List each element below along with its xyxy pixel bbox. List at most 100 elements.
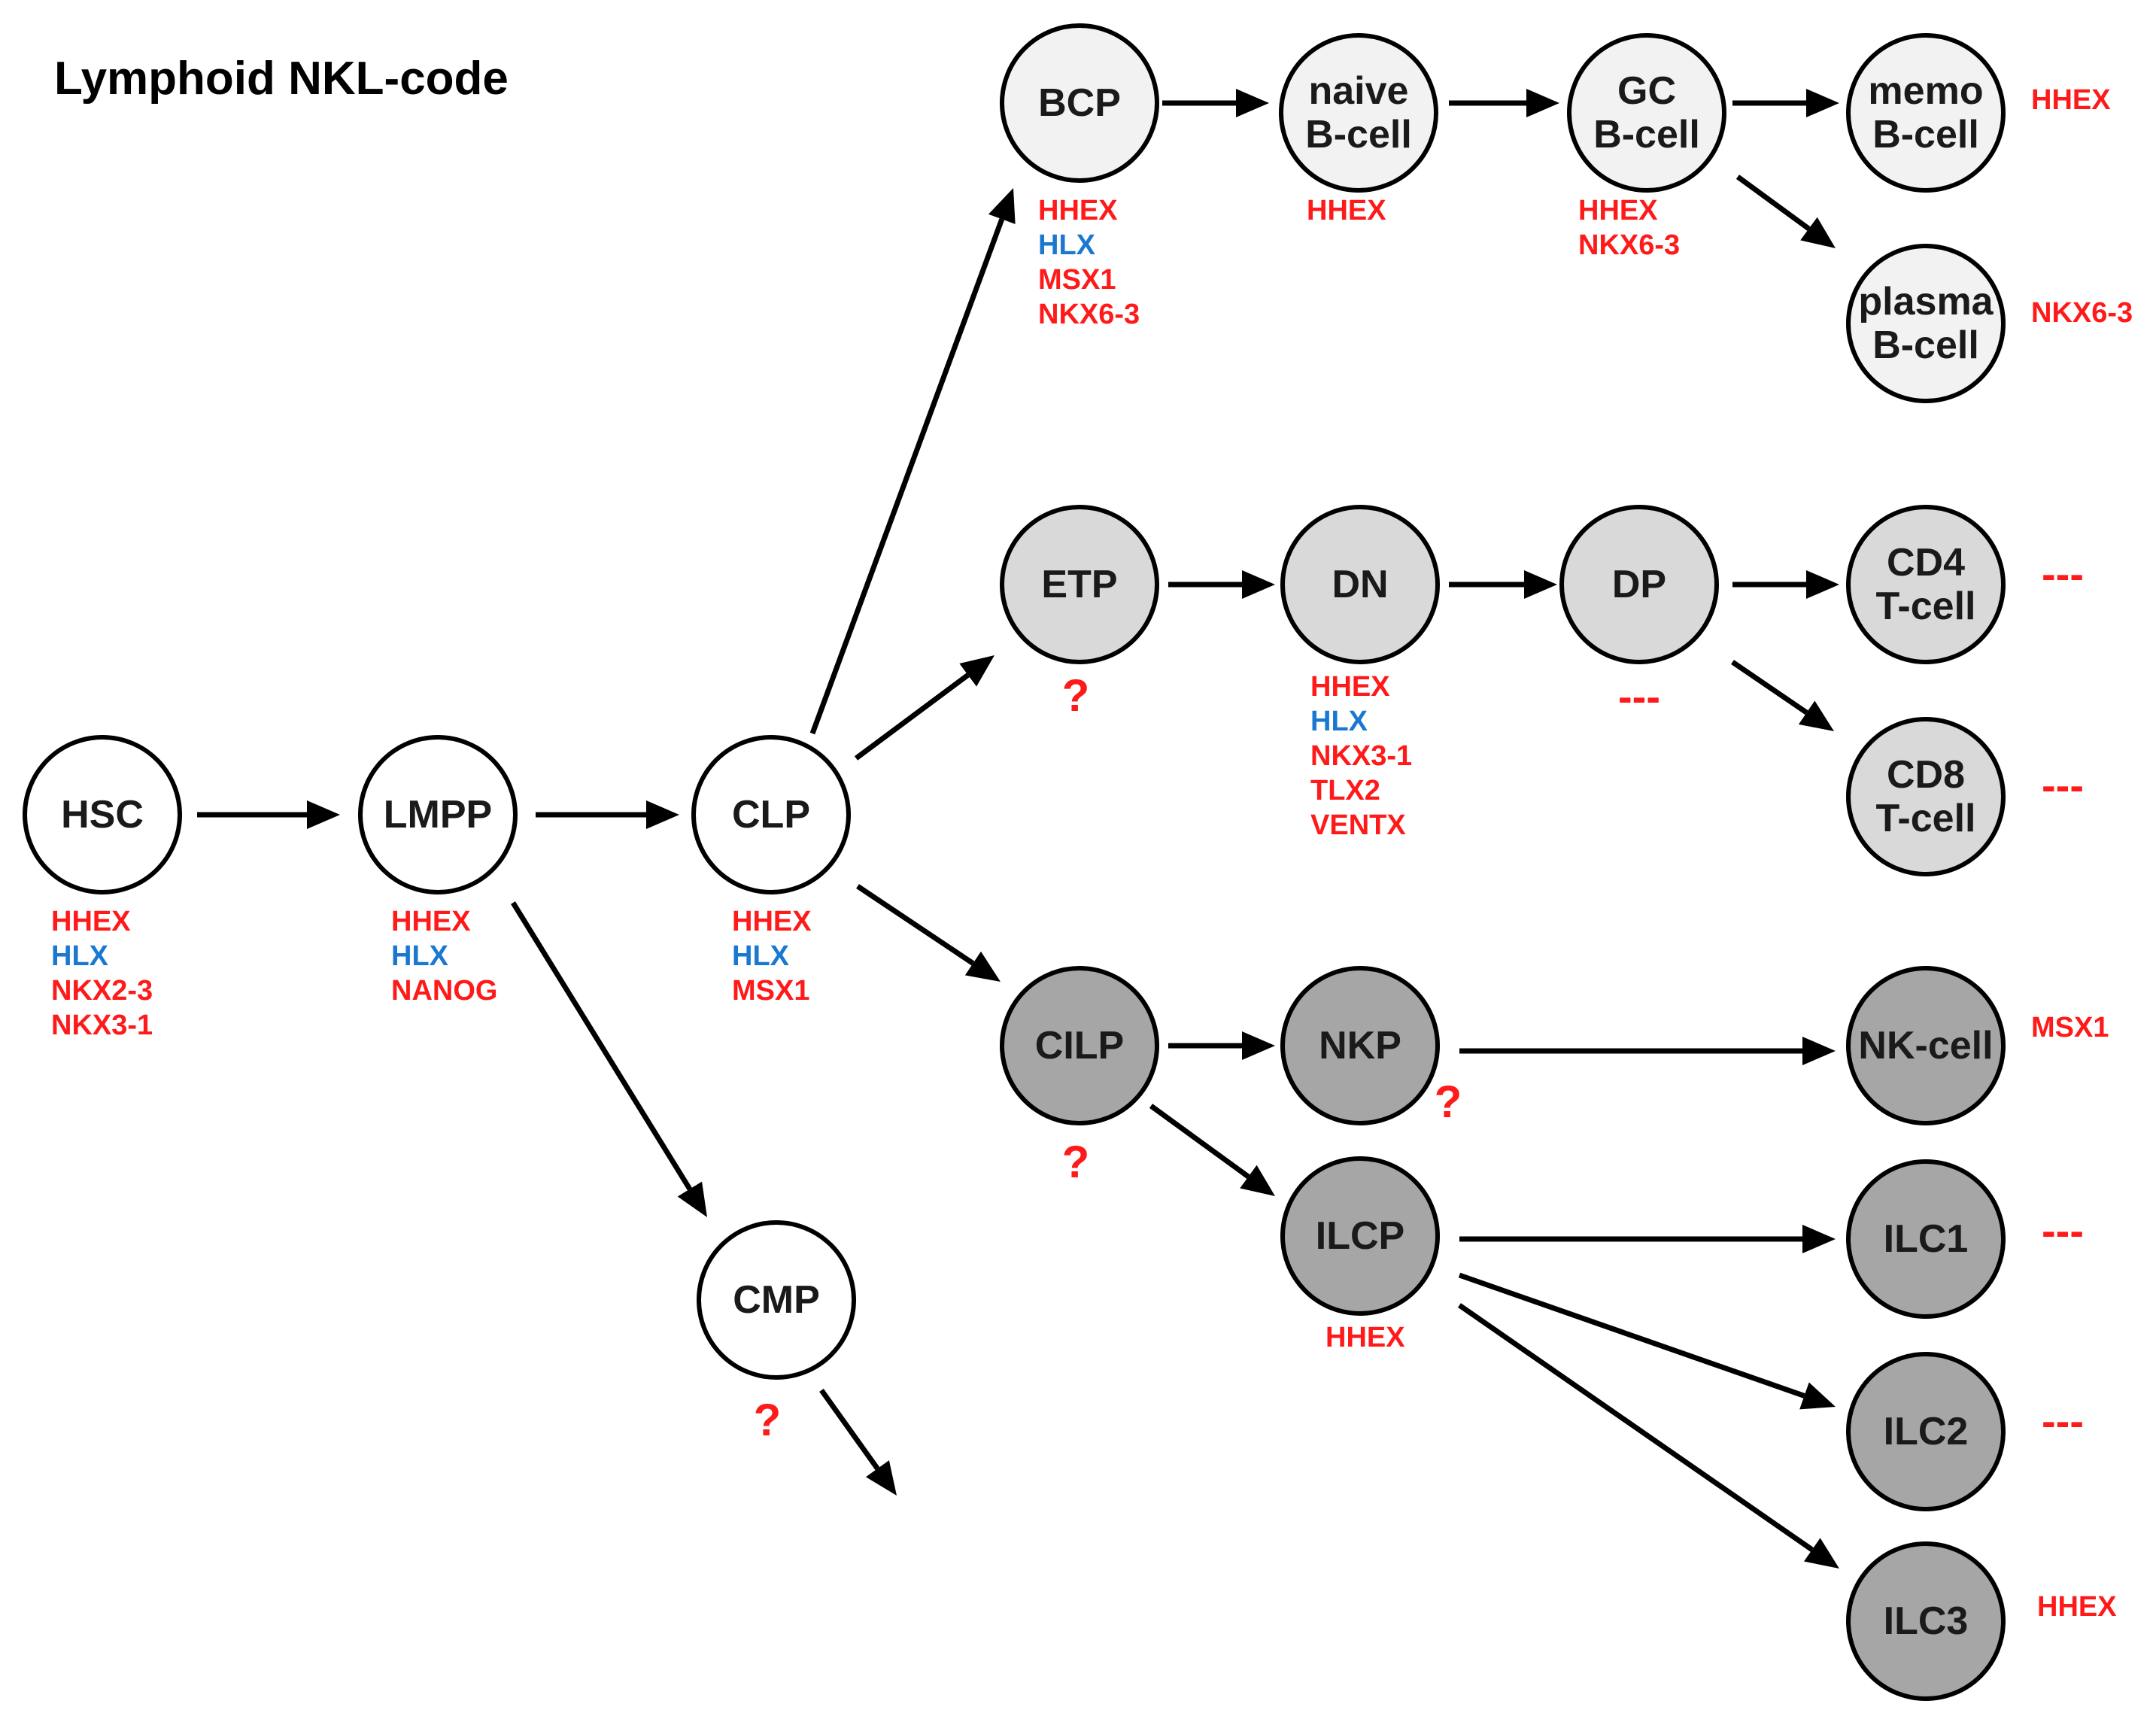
gene-list-ilc3: HHEX xyxy=(2037,1591,2117,1623)
gene-label: HHEX xyxy=(51,906,131,937)
node-nk-cell: NK-cell xyxy=(1846,966,2006,1125)
edge-nkp-to-nk-cell xyxy=(1459,1037,1836,1065)
arrowhead xyxy=(1799,1382,1836,1410)
node-label: B-cell xyxy=(1593,113,1700,156)
edge-lmpp-to-cmp xyxy=(511,901,707,1217)
gene-list-ilcp: HHEX xyxy=(1325,1322,1405,1353)
edge-ilcp-to-ilc1 xyxy=(1459,1225,1836,1253)
gene-label: HHEX xyxy=(1325,1322,1405,1353)
unknown-mark-etp: ? xyxy=(1062,670,1090,721)
arrowhead xyxy=(1802,1037,1836,1065)
gene-label: HHEX xyxy=(1038,195,1118,226)
node-dp: DP xyxy=(1559,505,1719,664)
edge-naive-bcell-to-gc-bcell xyxy=(1449,89,1559,117)
gene-label: NKX2-3 xyxy=(51,975,153,1007)
node-label: GC xyxy=(1617,69,1676,113)
gene-label: HLX xyxy=(732,940,790,972)
node-label: B-cell xyxy=(1305,113,1412,156)
edge-line xyxy=(1149,1104,1250,1179)
edge-dn-to-dp xyxy=(1449,570,1557,599)
gene-label: HHEX xyxy=(391,906,471,937)
node-cmp: CMP xyxy=(697,1220,856,1380)
node-label: CD8 xyxy=(1887,753,1965,797)
node-bcp: BCP xyxy=(1000,23,1159,183)
unknown-mark-cmp: ? xyxy=(754,1395,782,1445)
node-circle xyxy=(1846,1352,2006,1511)
node-ilcp: ILCP xyxy=(1280,1156,1440,1316)
gene-label: MSX1 xyxy=(1038,264,1116,296)
node-label: memo xyxy=(1868,69,1983,113)
gene-label: HLX xyxy=(1038,229,1096,261)
edge-line xyxy=(809,218,1005,735)
node-nkp: NKP xyxy=(1280,966,1440,1125)
node-label: B-cell xyxy=(1872,113,1979,156)
node-circle xyxy=(1559,505,1719,664)
arrowhead xyxy=(646,800,679,829)
gene-label: HHEX xyxy=(1578,195,1658,226)
node-etp: ETP xyxy=(1000,505,1159,664)
node-ilc2: ILC2 xyxy=(1846,1352,2006,1511)
edge-gc-bcell-to-plasma-bcell xyxy=(1735,175,1836,248)
arrowhead xyxy=(1798,700,1834,731)
none-mark-ilc1: --- xyxy=(2042,1207,2084,1254)
node-circle xyxy=(23,735,182,894)
node-label: naive xyxy=(1309,69,1409,113)
node-ilc3: ILC3 xyxy=(1846,1541,2006,1701)
diagram-title: Lymphoid NKL-code xyxy=(54,53,509,105)
node-label: DP xyxy=(1612,563,1666,606)
gene-label: TLX2 xyxy=(1310,775,1380,806)
gene-label: HHEX xyxy=(1307,195,1386,226)
edge-ilcp-to-ilc2 xyxy=(1458,1272,1836,1410)
node-label: ILCP xyxy=(1316,1214,1404,1258)
node-circle xyxy=(697,1220,856,1380)
gene-label: HHEX xyxy=(732,906,812,937)
node-ilc1: ILC1 xyxy=(1846,1159,2006,1319)
edge-bcp-to-naive-bcell xyxy=(1162,89,1269,117)
edge-line xyxy=(819,1388,880,1471)
gene-label: HLX xyxy=(1310,706,1368,737)
edges-layer xyxy=(197,89,1839,1569)
edge-line xyxy=(511,901,692,1191)
unknown-mark-nkp: ? xyxy=(1435,1077,1462,1127)
node-circle xyxy=(1279,33,1438,193)
gene-label: NKX6-3 xyxy=(2031,297,2133,329)
arrowhead xyxy=(1800,217,1836,248)
node-label: ETP xyxy=(1041,563,1117,606)
edge-ilcp-to-ilc3 xyxy=(1458,1303,1839,1569)
arrowhead xyxy=(988,188,1016,224)
edge-line xyxy=(1458,1272,1805,1399)
gene-labels-layer: HHEXHLXNKX2-3NKX3-1HHEXHLXNANOGHHEXHLXMS… xyxy=(51,84,2133,1623)
gene-label: HLX xyxy=(391,940,449,972)
node-circle xyxy=(691,735,851,894)
gene-label: NKX3-1 xyxy=(1310,740,1412,772)
node-dn: DN xyxy=(1280,505,1440,664)
arrowhead xyxy=(1804,1538,1839,1569)
none-mark-cd4-tcell: --- xyxy=(2042,550,2084,597)
edge-line xyxy=(854,673,970,761)
arrowhead xyxy=(865,1460,897,1496)
node-label: T-cell xyxy=(1876,797,1976,840)
node-label: HSC xyxy=(61,793,144,837)
edge-hsc-to-lmpp xyxy=(197,800,340,829)
gene-list-plasma-bcell: NKX6-3 xyxy=(2031,297,2133,329)
node-label: ILC3 xyxy=(1884,1599,1969,1643)
node-label: plasma xyxy=(1858,280,1994,323)
arrowhead xyxy=(1524,570,1557,599)
node-label: NK-cell xyxy=(1858,1024,1993,1068)
node-label: NKP xyxy=(1319,1024,1401,1068)
edge-gc-bcell-to-memo-bcell xyxy=(1732,89,1839,117)
node-circle xyxy=(1846,33,2006,193)
node-circle xyxy=(1846,966,2006,1125)
arrowhead xyxy=(1806,89,1839,117)
arrowhead xyxy=(1240,1165,1275,1196)
node-label: ILC1 xyxy=(1884,1217,1969,1261)
gene-label: NANOG xyxy=(391,975,497,1007)
gene-label: NKX6-3 xyxy=(1038,299,1140,330)
